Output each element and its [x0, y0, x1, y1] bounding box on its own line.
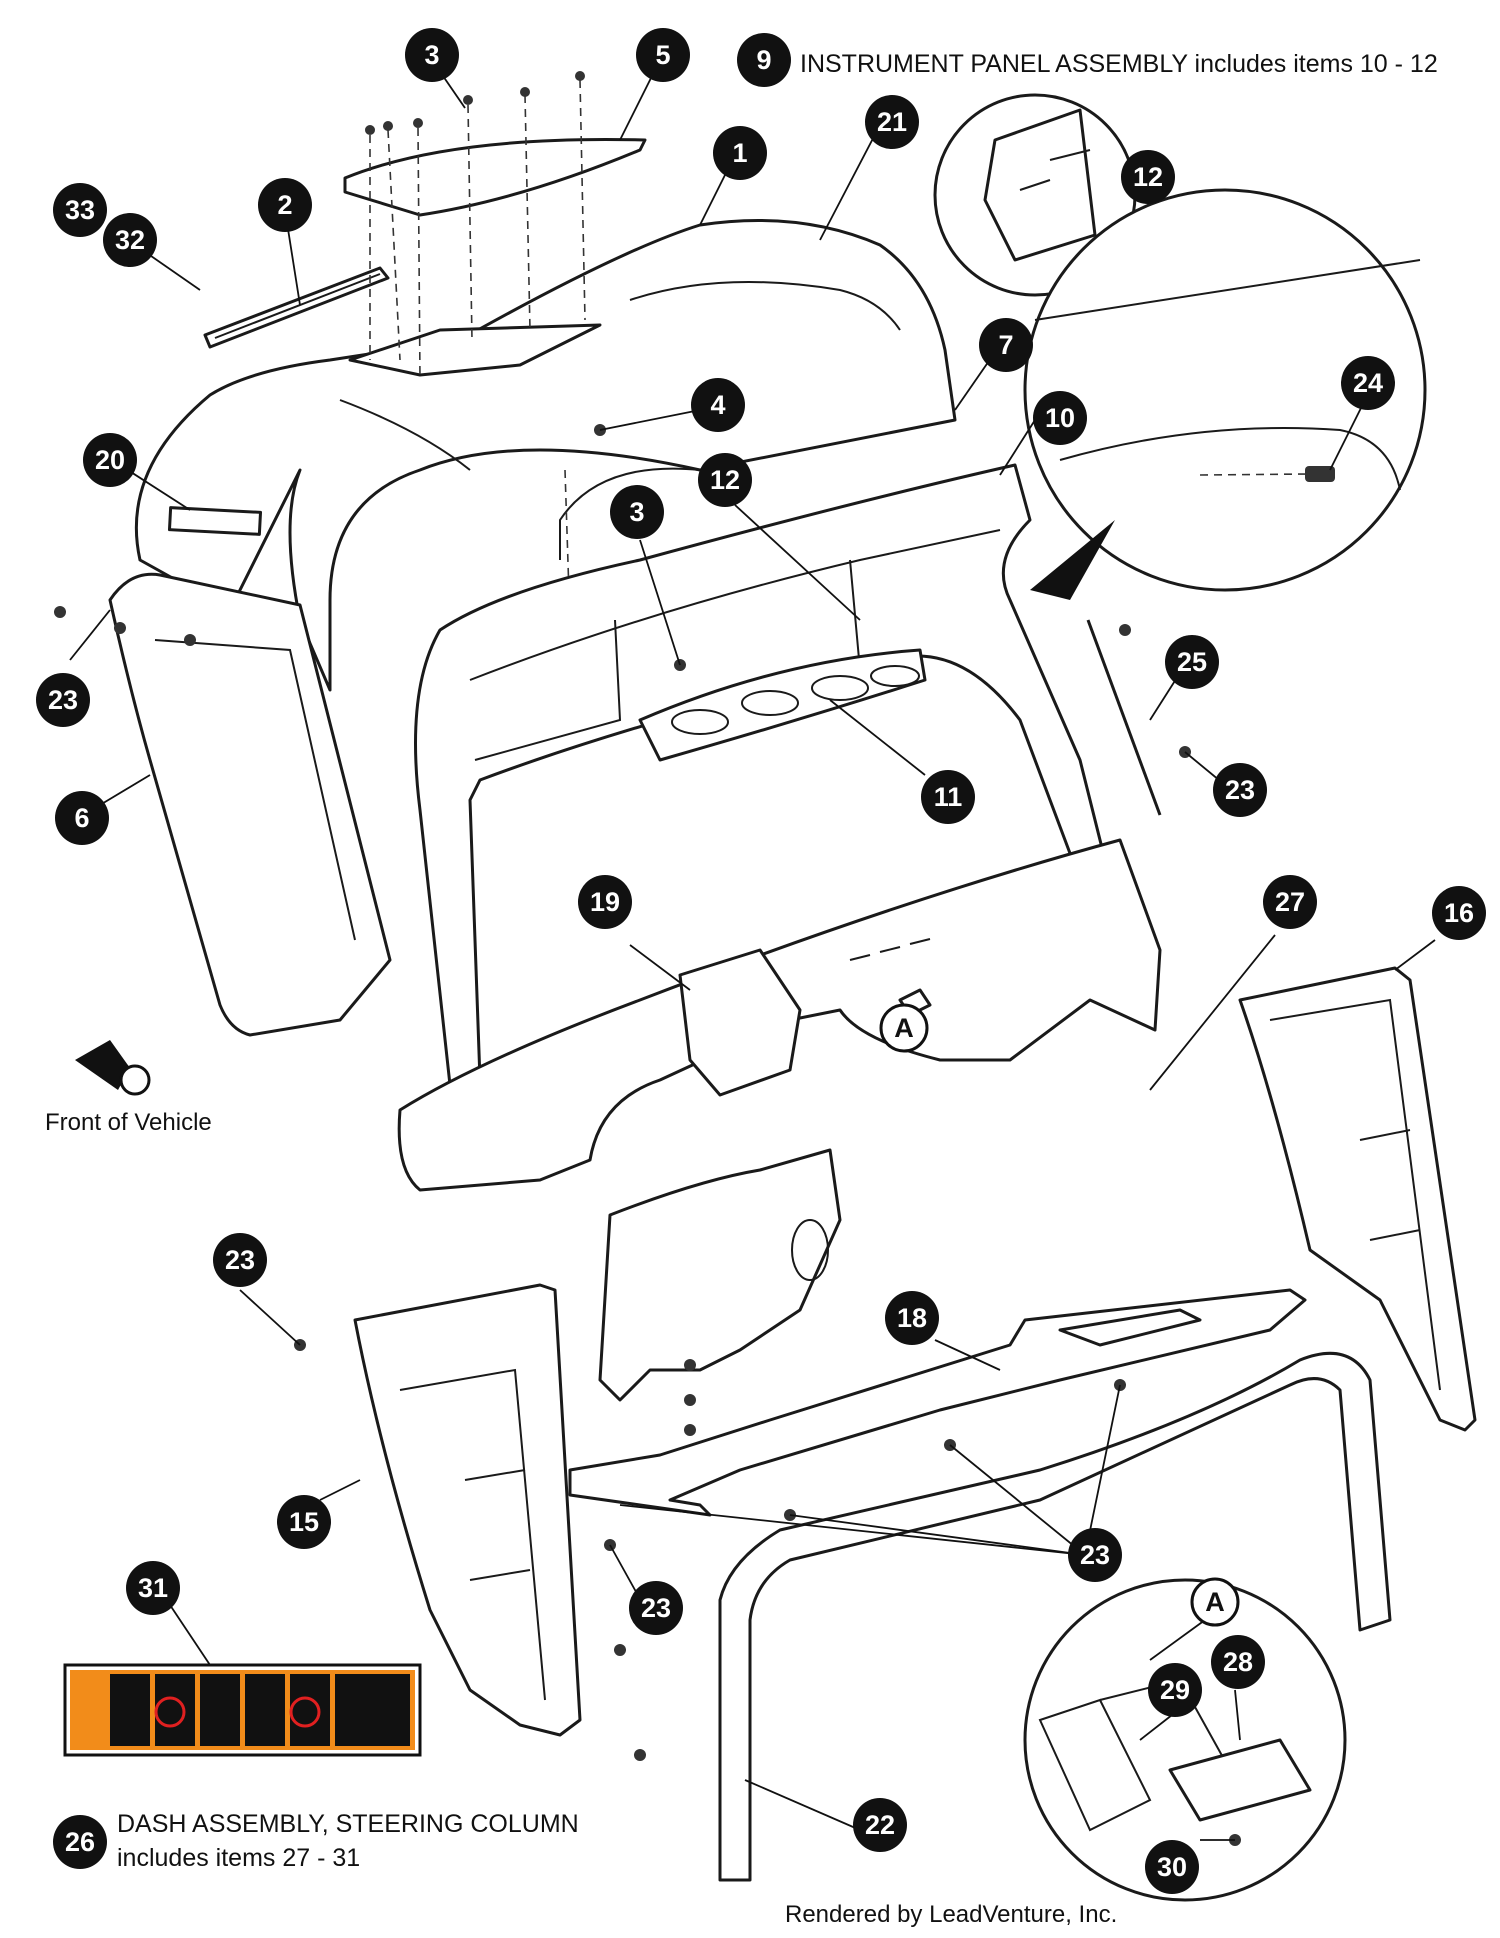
svg-text:11: 11: [934, 782, 963, 812]
left-lower-panel-part: [353, 1283, 582, 1737]
callout-23-left-mid: 23: [213, 1233, 267, 1287]
edge-strip-part: [1086, 619, 1162, 816]
callout-6: 6: [55, 791, 109, 845]
callout-3-top: 3: [405, 28, 459, 82]
callout-7: 7: [979, 318, 1033, 372]
callout-32: 32: [103, 213, 157, 267]
steering-bracket-part: [598, 1148, 842, 1402]
svg-text:28: 28: [1223, 1647, 1253, 1677]
svg-text:23: 23: [225, 1245, 255, 1275]
svg-text:20: 20: [95, 445, 125, 475]
detail-circle-12: [933, 93, 1137, 297]
svg-text:19: 19: [590, 887, 620, 917]
callout-26: 26: [53, 1815, 107, 1869]
callout-31: 31: [126, 1561, 180, 1615]
svg-text:22: 22: [865, 1810, 895, 1840]
dash-assembly-label: DASH ASSEMBLY, STEERING COLUMN: [117, 1810, 579, 1838]
callout-19: 19: [578, 875, 632, 929]
svg-text:32: 32: [115, 225, 145, 255]
callout-10: 10: [1033, 391, 1087, 445]
svg-text:23: 23: [1225, 775, 1255, 805]
svg-text:23: 23: [1080, 1540, 1110, 1570]
front-of-vehicle-label: Front of Vehicle: [45, 1109, 212, 1136]
svg-text:26: 26: [65, 1827, 95, 1857]
render-credit: Rendered by LeadVenture, Inc.: [785, 1901, 1117, 1928]
warning-decal-part: [63, 1663, 422, 1757]
instrument-panel-assembly-label: INSTRUMENT PANEL ASSEMBLY includes items…: [800, 50, 1438, 78]
callout-23-floor: 23: [1068, 1528, 1122, 1582]
svg-text:25: 25: [1177, 647, 1207, 677]
svg-text:12: 12: [710, 465, 740, 495]
svg-text:A: A: [894, 1013, 914, 1043]
callout-9: 9: [737, 33, 791, 87]
svg-text:18: 18: [897, 1303, 927, 1333]
svg-text:16: 16: [1444, 898, 1474, 928]
callout-33: 33: [53, 183, 107, 237]
svg-text:5: 5: [655, 40, 670, 70]
callout-28: 28: [1211, 1635, 1265, 1689]
svg-text:3: 3: [424, 40, 439, 70]
callout-27: 27: [1263, 875, 1317, 929]
svg-text:9: 9: [756, 45, 771, 75]
callout-3-panel: 3: [610, 485, 664, 539]
svg-text:23: 23: [641, 1593, 671, 1623]
callout-11: 11: [921, 770, 975, 824]
detail-circle-24: [1023, 188, 1427, 600]
callout-25: 25: [1165, 635, 1219, 689]
svg-text:31: 31: [138, 1573, 168, 1603]
svg-text:2: 2: [277, 190, 292, 220]
left-side-panel-part: [108, 572, 392, 1037]
callout-12-detail: 12: [1121, 150, 1175, 204]
svg-text:27: 27: [1275, 887, 1305, 917]
support-frame-part: [718, 1351, 1392, 1882]
callout-21: 21: [865, 95, 919, 149]
svg-text:29: 29: [1160, 1675, 1190, 1705]
callout-23-left-top: 23: [36, 673, 90, 727]
front-cowl-part: [134, 219, 957, 692]
svg-text:15: 15: [289, 1507, 319, 1537]
svg-text:10: 10: [1045, 403, 1075, 433]
floor-tray-part: [568, 1288, 1307, 1517]
svg-text:33: 33: [65, 195, 95, 225]
callout-23-right: 23: [1213, 763, 1267, 817]
callout-15: 15: [277, 1495, 331, 1549]
right-side-panel-part: [1238, 966, 1477, 1432]
callout-20: 20: [83, 433, 137, 487]
detail-circle-a: [1023, 1578, 1347, 1902]
svg-text:4: 4: [710, 390, 725, 420]
dash-assembly-includes-label: includes items 27 - 31: [117, 1844, 360, 1872]
callout-23-lower-panel: 23: [629, 1581, 683, 1635]
callout-30: 30: [1145, 1840, 1199, 1894]
callout-ref-a-dash: A: [879, 1003, 929, 1053]
svg-text:24: 24: [1353, 368, 1383, 398]
callout-24: 24: [1341, 356, 1395, 410]
cup-holder-tray-part: [638, 648, 927, 762]
callout-29: 29: [1148, 1663, 1202, 1717]
svg-text:23: 23: [48, 685, 78, 715]
callout-18: 18: [885, 1291, 939, 1345]
svg-text:6: 6: [74, 803, 89, 833]
callout-ref-a-detail: A: [1190, 1577, 1240, 1627]
svg-text:30: 30: [1157, 1852, 1187, 1882]
callout-22: 22: [853, 1798, 907, 1852]
svg-text:12: 12: [1133, 162, 1163, 192]
callout-12-panel: 12: [698, 453, 752, 507]
svg-text:3: 3: [629, 497, 644, 527]
svg-text:21: 21: [877, 107, 907, 137]
callout-1: 1: [713, 126, 767, 180]
svg-text:7: 7: [998, 330, 1013, 360]
decal-20: [167, 506, 263, 536]
dash-part: [397, 838, 1162, 1192]
callout-5: 5: [636, 28, 690, 82]
seal-strip-part: [203, 266, 390, 349]
front-arrow-icon: [75, 1040, 151, 1096]
callout-2: 2: [258, 178, 312, 232]
svg-text:1: 1: [732, 138, 747, 168]
callout-4: 4: [691, 378, 745, 432]
instrument-panel-part: [414, 463, 1112, 1087]
svg-text:A: A: [1205, 1587, 1225, 1617]
callout-16: 16: [1432, 886, 1486, 940]
